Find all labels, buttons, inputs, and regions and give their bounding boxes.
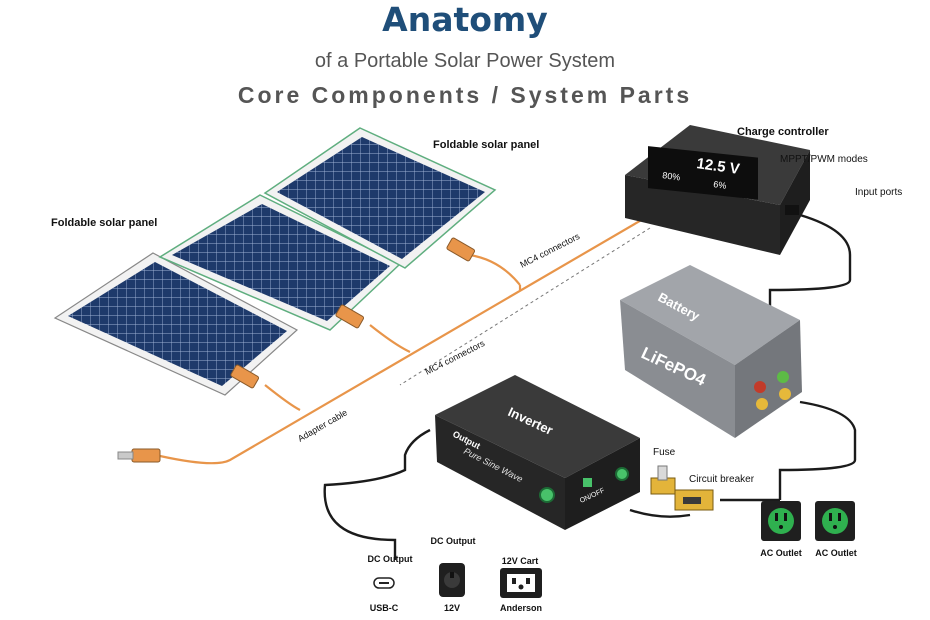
panel-label-left: Foldable solar panel [51, 217, 158, 229]
ac-outlet-icon [761, 501, 801, 541]
12v-label: 12V [443, 603, 461, 613]
page-subtitle: of a Portable Solar Power System [314, 50, 616, 72]
controller-left-value: 80% [662, 170, 681, 182]
inverter-power-button[interactable] [539, 487, 555, 503]
dc-output-label-mid: DC Output [430, 536, 476, 546]
inverter-switch-button[interactable] [615, 467, 629, 481]
controller-voltage: 12.5 V [695, 155, 740, 178]
section-heading: Core Components / System Parts [237, 82, 693, 108]
ac-outlet-label-2: AC Outlet [815, 548, 857, 558]
solar-panel-left [53, 252, 299, 396]
input-ports-label: Input ports [855, 187, 903, 198]
inverter-indicator-icon [583, 478, 592, 487]
circuit-breaker-label: Circuit breaker [689, 474, 755, 485]
fuse-label: Fuse [653, 447, 676, 458]
solar-cables [159, 214, 651, 465]
page-title: Anatomy [382, 0, 548, 39]
dc-cables [323, 213, 857, 560]
usb-c-port-icon [373, 577, 395, 589]
anderson-label: Anderson [499, 603, 543, 613]
adapter-plug-icon [117, 448, 161, 463]
controller-display [648, 146, 758, 200]
charge-controller-device: 12.5 V 80% 6% [625, 125, 810, 255]
12v-socket-icon [439, 563, 465, 597]
inverter-device: Inverter Output Pure Sine Wave ON/OFF [435, 375, 640, 530]
battery-led-red [754, 381, 766, 393]
battery-led-yellow [756, 398, 768, 410]
fuse-icon [650, 465, 676, 495]
adapter-cable-label: Adapter cable [296, 407, 349, 443]
panel-label-right: Foldable solar panel [433, 139, 540, 151]
ac-outlet-icon-2 [815, 501, 855, 541]
dc-output-label-left: DC Output [367, 554, 413, 564]
dashed-guide-line [399, 227, 651, 386]
anderson-connector-icon [500, 568, 542, 598]
battery-device: Battery LiFePO4 [620, 265, 802, 438]
mc4-connectors-label-lower: MC4 connectors [423, 338, 486, 377]
mc4-connectors-label-upper: MC4 connectors [518, 231, 581, 270]
ac-outlet-label-1: AC Outlet [760, 548, 802, 558]
solar-panel-right [263, 127, 497, 269]
controller-right-value: 6% [713, 179, 727, 191]
mppt-modes-label: MPPT/PWM modes [780, 154, 868, 165]
mc4-connector-icon [230, 237, 476, 389]
charge-controller-label: Charge controller [737, 126, 829, 138]
cart-12v-label: 12V Cart [501, 556, 539, 566]
battery-led-yellow-2 [779, 388, 791, 400]
battery-led-green [777, 371, 789, 383]
circuit-breaker-icon [674, 489, 714, 511]
usb-c-label: USB-C [369, 603, 399, 613]
